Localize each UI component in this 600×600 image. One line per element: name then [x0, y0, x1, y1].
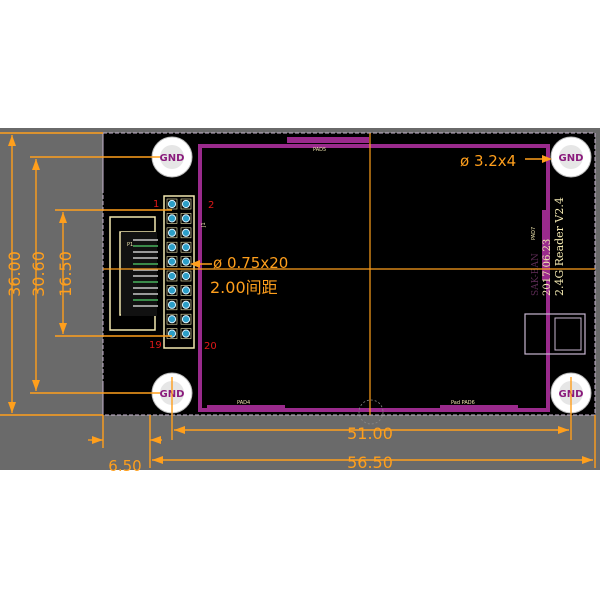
header-pin-pad [166, 299, 178, 311]
header-pin-pad [166, 213, 178, 224]
gnd-label: GND [160, 153, 185, 164]
header-pin-hole [181, 315, 191, 324]
pin20-label: 20 [204, 341, 217, 352]
header-pin-hole [167, 257, 177, 266]
mount-hole-top-left: GND [151, 136, 193, 178]
board-outline [198, 144, 550, 412]
gnd-label: GND [559, 153, 584, 164]
header-pins [166, 198, 192, 339]
header-pin-hole [167, 300, 177, 309]
dim-height-mid: 30.60 [29, 251, 48, 297]
header-pin-pad [166, 285, 178, 296]
header-pin-hole [167, 214, 177, 223]
header-pin-pad [180, 213, 192, 224]
pad-bottom-left-label: PAD4 [237, 400, 250, 406]
header-pin-hole [167, 315, 177, 324]
fiducial-mark [358, 399, 384, 425]
board-edge [102, 132, 596, 416]
pad-top-label: PAD5 [313, 147, 326, 153]
header-pin-hole [181, 329, 191, 338]
header-pin-hole [181, 199, 191, 209]
header-pin-pad [166, 198, 178, 210]
dimension-lines [0, 132, 596, 468]
dim-height-inner: 16.50 [56, 251, 75, 297]
header-pin-hole [181, 271, 191, 281]
header-pin-hole [181, 257, 191, 266]
annotation-pitch: 2.00间距 [210, 278, 278, 297]
pin-header-outline [163, 195, 195, 349]
header-pin-pad [180, 285, 192, 296]
header-pin-hole [181, 214, 191, 223]
header-pin-hole [167, 199, 177, 209]
header-pin-pad [166, 313, 178, 325]
header-pin-pad [180, 299, 192, 311]
header-ref-label: J1 [201, 222, 207, 228]
pad-bottom-left [207, 405, 285, 411]
annotation-mount-holes: ø 3.2x4 [460, 152, 516, 170]
pad-top [287, 137, 369, 143]
dim-width-total: 56.50 [347, 453, 393, 472]
pad-right [542, 210, 548, 280]
dim-width-holes: 51.00 [347, 424, 393, 443]
silk-date: 2017.06.23 [542, 239, 553, 296]
header-pin-hole [181, 300, 191, 309]
header-pin-hole [181, 243, 191, 252]
header-pin-pad [180, 227, 192, 239]
usb-connector-inner [554, 317, 582, 351]
header-pin-pad [180, 256, 192, 267]
annotation-pin-holes: ø 0.75x20 [213, 254, 288, 272]
header-pin-pad [180, 241, 192, 253]
header-pin-pad [180, 313, 192, 325]
header-pin-hole [181, 286, 191, 295]
pad-right-label: PAD7 [531, 227, 537, 240]
header-pin-pad [166, 328, 178, 339]
header-pin-hole [181, 228, 191, 237]
pad-bottom-right-label: Pad PAD6 [451, 400, 475, 406]
pin2-label: 2 [208, 200, 214, 211]
silk-version: 2.4G Reader V2.4 [553, 197, 566, 296]
fpc-ref-label: P1 [127, 242, 133, 248]
header-pin-pad [180, 198, 192, 210]
header-pin-hole [167, 243, 177, 252]
dim-height-outer: 36.00 [5, 251, 24, 297]
mount-hole-top-right: GND [550, 136, 592, 178]
silk-ghost: SAK-BAN [531, 253, 541, 296]
header-pin-hole [167, 286, 177, 295]
usb-connector [524, 313, 586, 355]
header-pin-pad [166, 256, 178, 267]
dim-offset-left: 6.50 [108, 457, 141, 475]
center-guides [103, 133, 595, 415]
header-pin-hole [167, 271, 177, 281]
header-pin-pad [180, 328, 192, 339]
fpc-pins [133, 239, 158, 307]
header-pin-pad [166, 241, 178, 253]
pin1-label: 1 [153, 199, 159, 210]
header-pin-pad [180, 270, 192, 282]
header-pin-pad [166, 227, 178, 239]
pad-bottom-right [440, 405, 518, 411]
header-pin-hole [167, 228, 177, 237]
pin19-label: 19 [149, 340, 162, 351]
header-pin-pad [166, 270, 178, 282]
